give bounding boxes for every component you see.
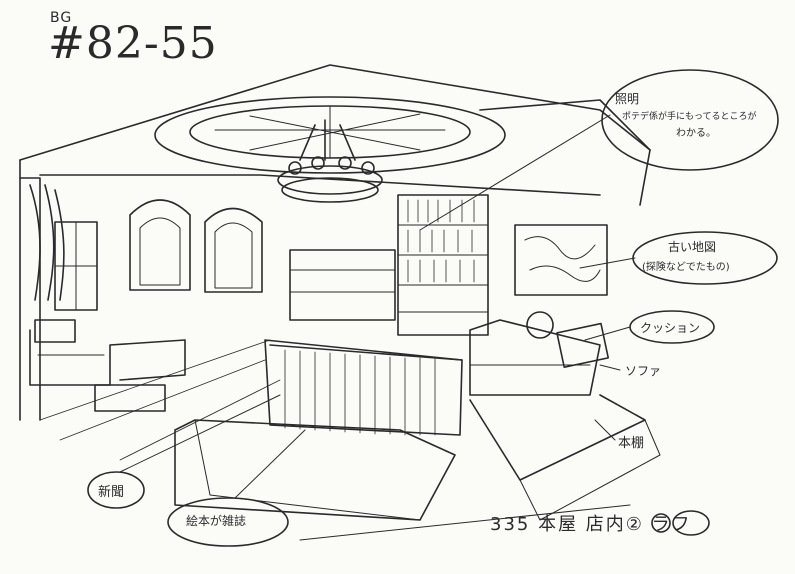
sofa-note: ソファ	[625, 364, 662, 378]
old-map-note-title: 古い地図	[668, 240, 717, 254]
footer-caption: 335 本屋 店内② ラフ	[490, 514, 692, 535]
bg-tag: BG	[50, 10, 73, 26]
newspaper-note: 新聞	[98, 485, 125, 500]
lighting-note-line2: わかる。	[676, 128, 716, 139]
bookshelf-note: 本棚	[618, 436, 645, 451]
scene-code: #82-55	[48, 18, 218, 69]
old-map-note-detail: (探険などでたもの)	[642, 262, 730, 273]
lighting-note-line1: ポテデ係が手にもってるところが	[622, 112, 757, 122]
scene-number: BG #82-55	[48, 10, 218, 69]
lighting-note-title: 照明	[615, 92, 640, 106]
picture-books-note: 絵本が雑誌	[186, 514, 247, 528]
cushion-note: クッション	[640, 321, 701, 335]
